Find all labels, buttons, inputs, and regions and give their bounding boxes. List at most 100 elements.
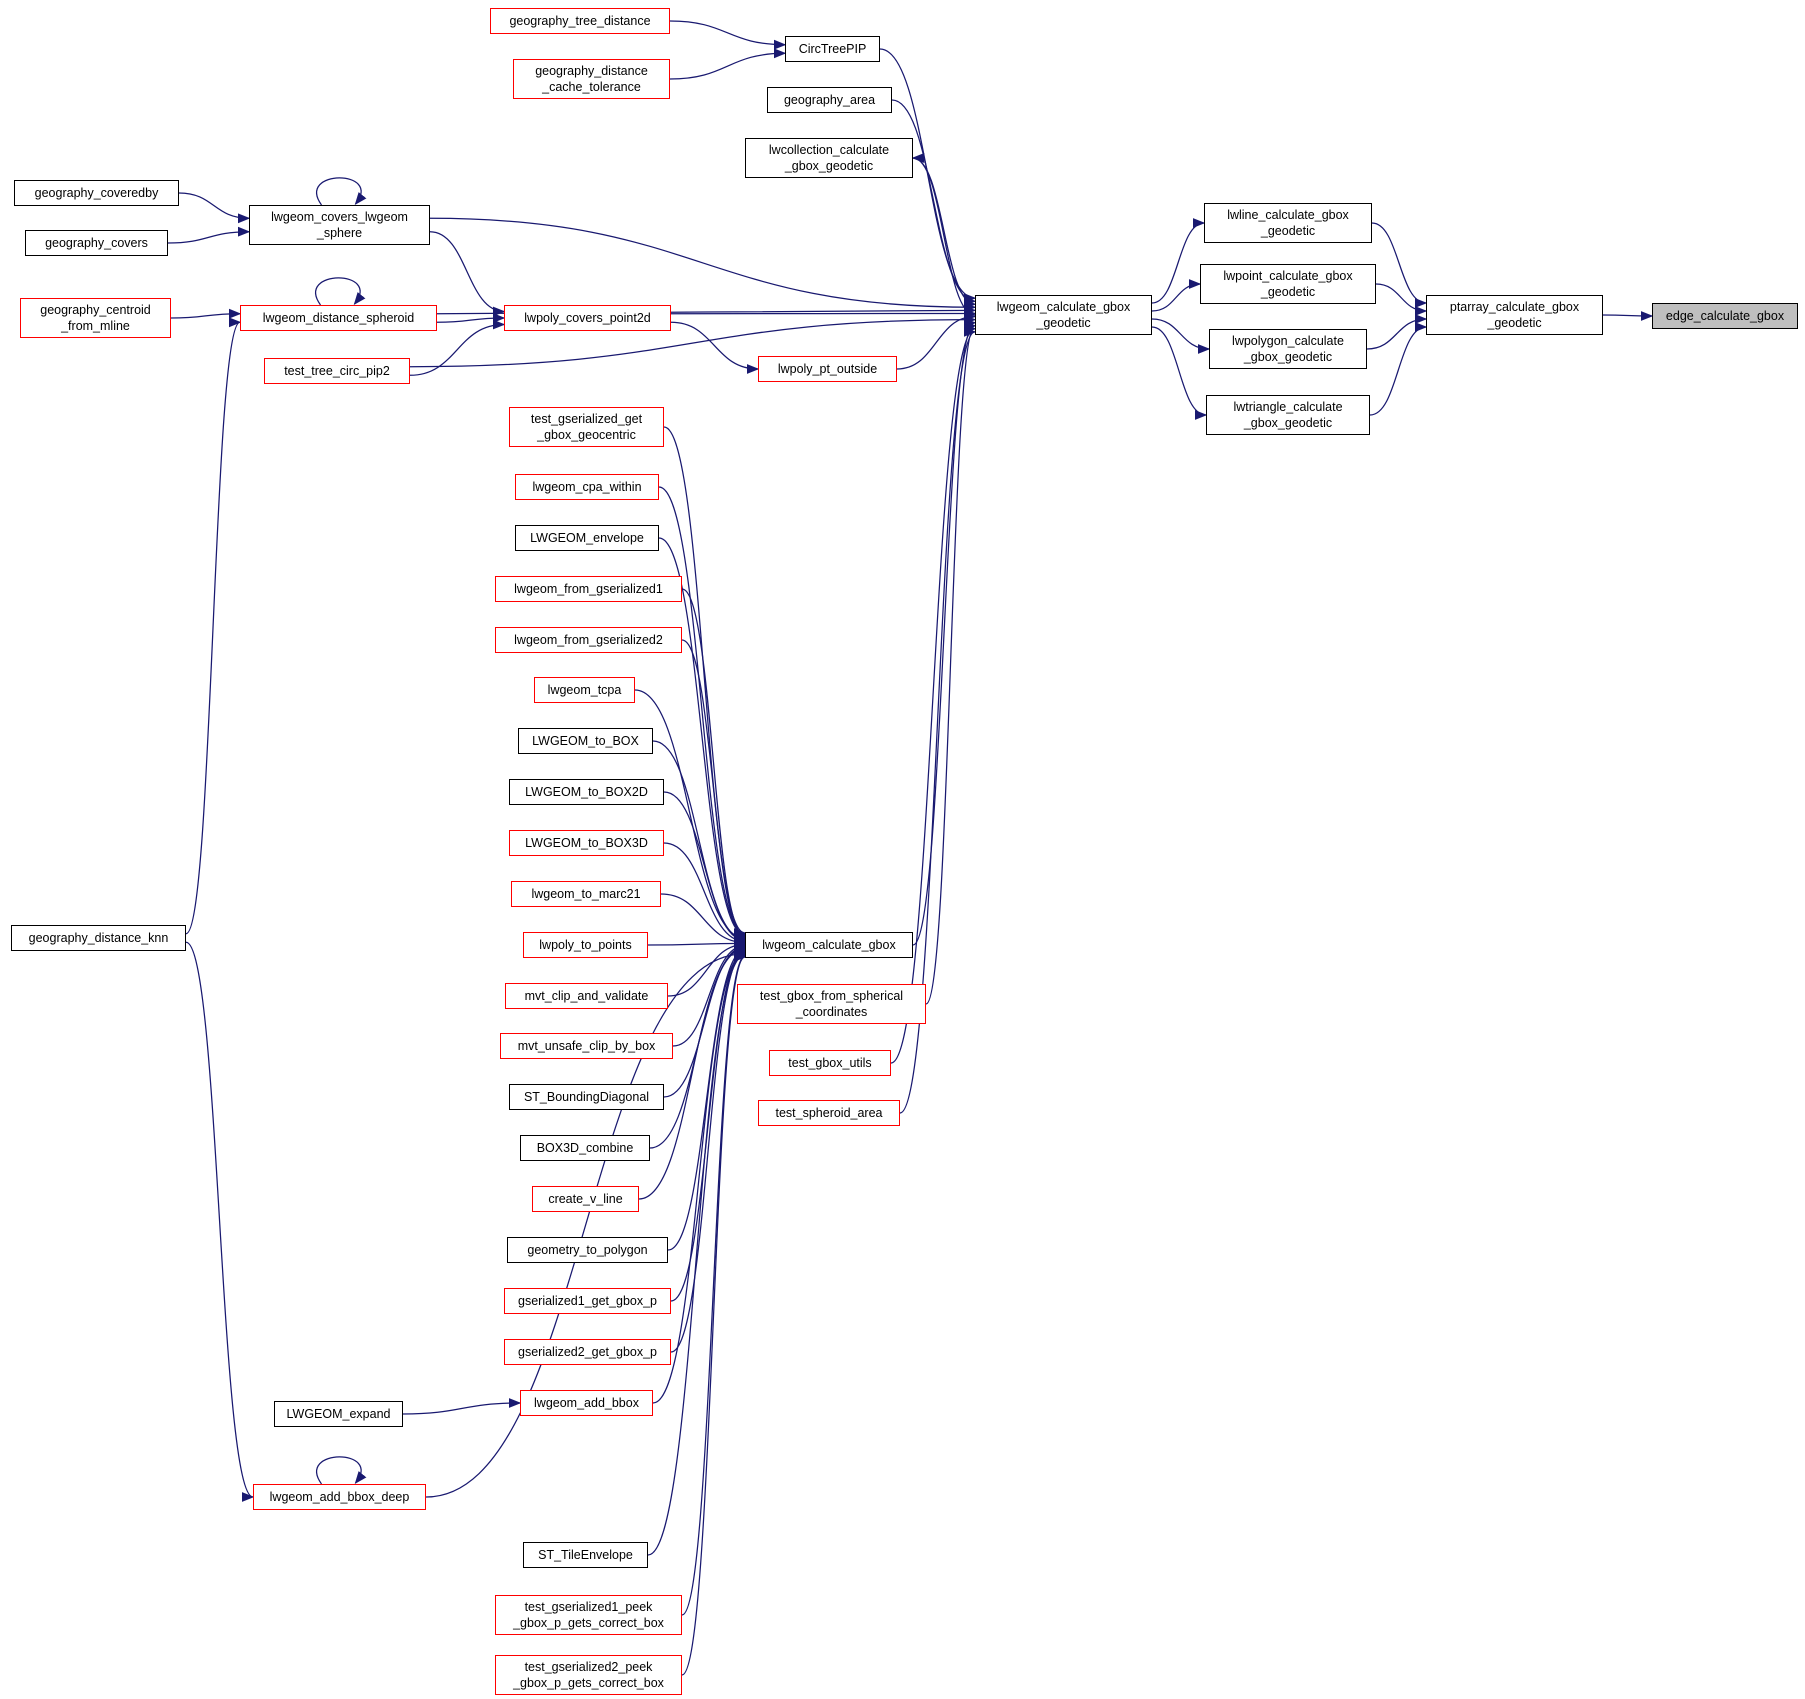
node-label: lwpoly_to_points bbox=[539, 937, 632, 952]
edge-test_gserialized_get_gbox_geocentric-to-lwgeom_calculate_gbox bbox=[663, 426, 747, 938]
edge-LWGEOM_envelope-to-lwgeom_calculate_gbox bbox=[658, 537, 747, 940]
node-lwpolygon_calculate_gbox_geodetic[interactable]: lwpolygon_calculate_gbox_geodetic bbox=[1209, 329, 1367, 369]
node-label: geography_covers bbox=[45, 235, 148, 250]
node-label: _gbox_p_gets_correct_box bbox=[513, 1676, 664, 1690]
node-geography_centroid_from_mline[interactable]: geography_centroid_from_mline bbox=[20, 298, 171, 338]
node-lwpoint_calculate_gbox_geodetic[interactable]: lwpoint_calculate_gbox_geodetic bbox=[1200, 264, 1376, 304]
edge-LWGEOM_to_BOX-to-lwgeom_calculate_gbox bbox=[652, 740, 747, 945]
node-label: test_spheroid_area bbox=[775, 1105, 883, 1120]
edge-lwgeom_calculate_gbox_geodetic-to-lwline_calculate_gbox_geodetic bbox=[1151, 218, 1206, 304]
node-geography_tree_distance[interactable]: geography_tree_distance bbox=[490, 8, 670, 34]
edge-lwgeom_from_gserialized1-to-lwgeom_calculate_gbox bbox=[681, 588, 747, 942]
node-lwgeom_from_gserialized1[interactable]: lwgeom_from_gserialized1 bbox=[495, 576, 682, 602]
node-label: _geodetic bbox=[1260, 285, 1316, 299]
node-BOX3D_combine[interactable]: BOX3D_combine bbox=[520, 1135, 650, 1161]
node-lwcollection_calculate_gbox_geodetic[interactable]: lwcollection_calculate_gbox_geodetic bbox=[745, 138, 913, 178]
node-mvt_clip_and_validate[interactable]: mvt_clip_and_validate bbox=[505, 983, 668, 1009]
node-lwgeom_tcpa[interactable]: lwgeom_tcpa bbox=[534, 677, 635, 703]
node-gserialized1_get_gbox_p[interactable]: gserialized1_get_gbox_p bbox=[504, 1288, 671, 1314]
node-LWGEOM_to_BOX[interactable]: LWGEOM_to_BOX bbox=[518, 728, 653, 754]
node-label: _geodetic bbox=[1036, 316, 1091, 330]
edge-lwgeom_calculate_gbox-to-lwgeom_calculate_gbox_geodetic bbox=[912, 317, 977, 946]
node-create_v_line[interactable]: create_v_line bbox=[532, 1186, 639, 1212]
node-label: LWGEOM_expand bbox=[286, 1406, 391, 1421]
node-label: lwline_calculate_gbox bbox=[1227, 207, 1349, 222]
node-label: lwgeom_tcpa bbox=[547, 682, 622, 697]
node-lwgeom_from_gserialized2[interactable]: lwgeom_from_gserialized2 bbox=[495, 627, 682, 653]
node-LWGEOM_to_BOX2D[interactable]: LWGEOM_to_BOX2D bbox=[509, 779, 664, 805]
edge-test_gbox_from_spherical_coordinates-to-lwgeom_calculate_gbox_geodetic bbox=[925, 321, 977, 1005]
edge-lwgeom_from_gserialized2-to-lwgeom_calculate_gbox bbox=[681, 639, 747, 943]
node-label: geography_tree_distance bbox=[509, 13, 651, 28]
node-lwpoly_pt_outside[interactable]: lwpoly_pt_outside bbox=[758, 356, 897, 382]
node-label: LWGEOM_to_BOX3D bbox=[525, 835, 648, 850]
node-label: lwpoly_covers_point2d bbox=[524, 310, 651, 325]
edge-lwgeom_calculate_gbox_geodetic-to-lwtriangle_calculate_gbox_geodetic bbox=[1151, 326, 1208, 420]
node-label: lwgeom_to_marc21 bbox=[531, 886, 641, 901]
node-label: _gbox_p_gets_correct_box bbox=[513, 1616, 664, 1630]
edge-lwpolygon_calculate_gbox_geodetic-to-ptarray_calculate_gbox_geodetic bbox=[1366, 314, 1428, 350]
node-LWGEOM_expand[interactable]: LWGEOM_expand bbox=[274, 1401, 403, 1427]
node-label: lwgeom_from_gserialized1 bbox=[514, 581, 663, 596]
node-geography_distance_knn[interactable]: geography_distance_knn bbox=[11, 925, 186, 951]
edge-lwpoly_pt_outside-to-lwgeom_calculate_gbox_geodetic bbox=[896, 311, 977, 370]
node-geography_covers[interactable]: geography_covers bbox=[25, 230, 168, 256]
node-label: _coordinates bbox=[795, 1005, 868, 1019]
node-ST_TileEnvelope[interactable]: ST_TileEnvelope bbox=[523, 1542, 648, 1568]
node-ST_BoundingDiagonal[interactable]: ST_BoundingDiagonal bbox=[509, 1084, 664, 1110]
node-lwgeom_add_bbox[interactable]: lwgeom_add_bbox bbox=[520, 1390, 653, 1416]
node-LWGEOM_envelope[interactable]: LWGEOM_envelope bbox=[515, 525, 659, 551]
node-test_gserialized1_peek_gbox_p_gets_correct_box[interactable]: test_gserialized1_peek_gbox_p_gets_corre… bbox=[495, 1595, 682, 1635]
node-test_gserialized_get_gbox_geocentric[interactable]: test_gserialized_get_gbox_geocentric bbox=[509, 407, 664, 447]
node-test_gbox_from_spherical_coordinates[interactable]: test_gbox_from_spherical_coordinates bbox=[737, 984, 926, 1024]
edge-lwline_calculate_gbox_geodetic-to-ptarray_calculate_gbox_geodetic bbox=[1371, 222, 1428, 308]
node-lwline_calculate_gbox_geodetic[interactable]: lwline_calculate_gbox_geodetic bbox=[1204, 203, 1372, 243]
node-lwgeom_calculate_gbox_geodetic[interactable]: lwgeom_calculate_gbox_geodetic bbox=[975, 295, 1152, 335]
node-label: geography_distance_knn bbox=[28, 930, 169, 945]
node-test_spheroid_area[interactable]: test_spheroid_area bbox=[758, 1100, 900, 1126]
node-lwpoly_covers_point2d[interactable]: lwpoly_covers_point2d bbox=[504, 305, 671, 331]
edge-geography_tree_distance-to-CircTreePIP bbox=[669, 20, 787, 50]
node-label: BOX3D_combine bbox=[536, 1140, 634, 1155]
node-gserialized2_get_gbox_p[interactable]: gserialized2_get_gbox_p bbox=[504, 1339, 671, 1365]
edge-geography_distance_knn-to-lwgeom_distance_spheroid bbox=[185, 317, 242, 935]
edge-test_tree_circ_pip2-to-lwgeom_calculate_gbox_geodetic bbox=[409, 314, 977, 368]
edge-lwtriangle_calculate_gbox_geodetic-to-ptarray_calculate_gbox_geodetic bbox=[1369, 322, 1428, 416]
node-label: _gbox_geodetic bbox=[1243, 416, 1333, 430]
node-lwtriangle_calculate_gbox_geodetic[interactable]: lwtriangle_calculate _gbox_geodetic bbox=[1206, 395, 1370, 435]
edge-lwgeom_covers_lwgeom_sphere-to-lwgeom_covers_lwgeom_sphere bbox=[316, 177, 367, 206]
node-label: test_gbox_utils bbox=[788, 1055, 872, 1070]
node-label: gserialized1_get_gbox_p bbox=[518, 1293, 657, 1308]
node-lwpoly_to_points[interactable]: lwpoly_to_points bbox=[523, 932, 648, 958]
node-CircTreePIP[interactable]: CircTreePIP bbox=[785, 36, 880, 62]
node-lwgeom_calculate_gbox[interactable]: lwgeom_calculate_gbox bbox=[745, 932, 913, 958]
node-mvt_unsafe_clip_by_box[interactable]: mvt_unsafe_clip_by_box bbox=[500, 1033, 673, 1059]
node-ptarray_calculate_gbox_geodetic[interactable]: ptarray_calculate_gbox_geodetic bbox=[1426, 295, 1603, 335]
node-geography_area[interactable]: geography_area bbox=[767, 87, 892, 113]
edge-create_v_line-to-lwgeom_calculate_gbox bbox=[638, 943, 747, 1200]
node-label: LWGEOM_to_BOX2D bbox=[525, 784, 648, 799]
node-label: ptarray_calculate_gbox bbox=[1449, 299, 1580, 314]
edge-lwgeom_calculate_gbox_geodetic-to-lwcollection_calculate_gbox_geodetic bbox=[911, 153, 976, 316]
node-geography_distance_cache_tolerance[interactable]: geography_distance_cache_tolerance bbox=[513, 59, 670, 99]
node-lwgeom_to_marc21[interactable]: lwgeom_to_marc21 bbox=[511, 881, 661, 907]
node-test_gbox_utils[interactable]: test_gbox_utils bbox=[769, 1050, 891, 1076]
node-label: lwgeom_cpa_within bbox=[532, 479, 642, 494]
node-label: ST_BoundingDiagonal bbox=[523, 1089, 650, 1104]
node-test_gserialized2_peek_gbox_p_gets_correct_box[interactable]: test_gserialized2_peek_gbox_p_gets_corre… bbox=[495, 1655, 682, 1695]
edge-test_spheroid_area-to-lwgeom_calculate_gbox_geodetic bbox=[899, 327, 977, 1114]
node-label: create_v_line bbox=[548, 1191, 623, 1206]
node-lwgeom_distance_spheroid[interactable]: lwgeom_distance_spheroid bbox=[240, 305, 437, 331]
node-test_tree_circ_pip2[interactable]: test_tree_circ_pip2 bbox=[264, 358, 410, 384]
node-label: gserialized2_get_gbox_p bbox=[518, 1344, 657, 1359]
node-geography_coveredby[interactable]: geography_coveredby bbox=[14, 180, 179, 206]
node-lwgeom_covers_lwgeom_sphere[interactable]: lwgeom_covers_lwgeom_sphere bbox=[249, 205, 430, 245]
node-geometry_to_polygon[interactable]: geometry_to_polygon bbox=[507, 1237, 668, 1263]
node-label: lwtriangle_calculate bbox=[1233, 399, 1343, 414]
node-lwgeom_cpa_within[interactable]: lwgeom_cpa_within bbox=[515, 474, 659, 500]
node-lwgeom_add_bbox_deep[interactable]: lwgeom_add_bbox_deep bbox=[253, 1484, 426, 1510]
edge-mvt_clip_and_validate-to-lwgeom_calculate_gbox bbox=[667, 939, 747, 997]
node-LWGEOM_to_BOX3D[interactable]: LWGEOM_to_BOX3D bbox=[509, 830, 664, 856]
